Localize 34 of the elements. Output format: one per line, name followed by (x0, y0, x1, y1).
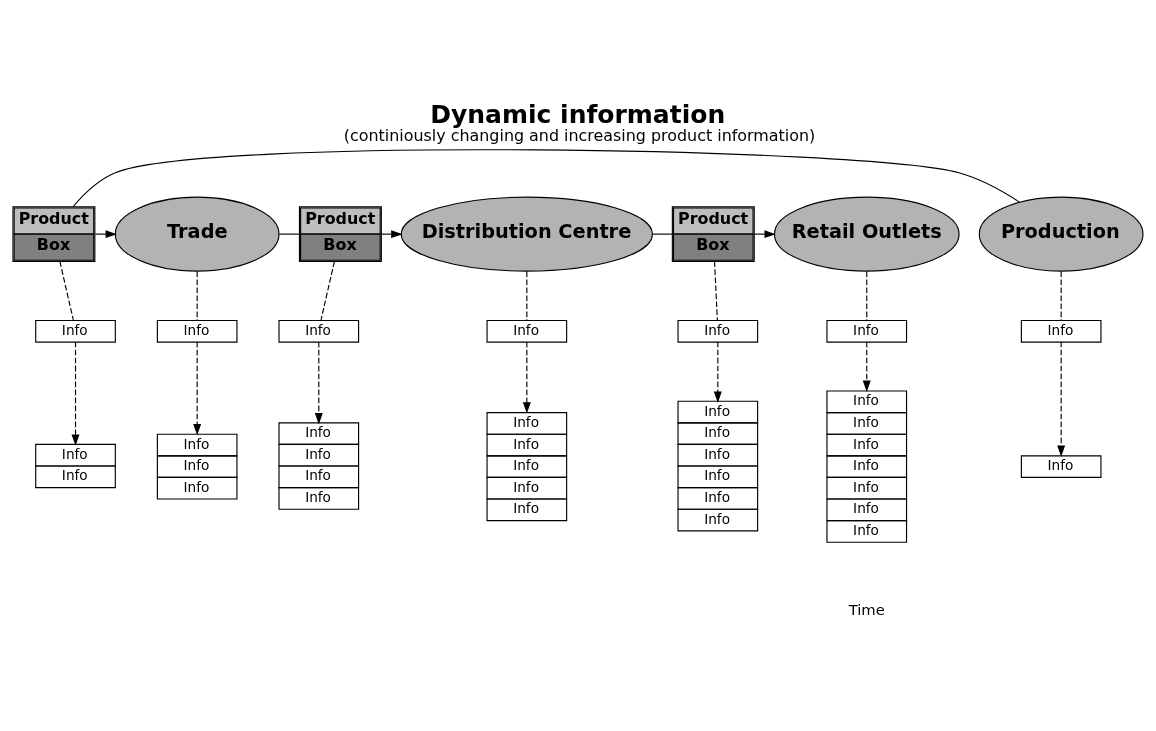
arrow (381, 230, 403, 239)
connector (196, 270, 198, 321)
node-box: Info (826, 319, 908, 343)
arrow (1057, 341, 1066, 457)
node-ellipse: Trade (114, 196, 280, 272)
connector (713, 261, 718, 321)
arrow (71, 341, 80, 446)
arrow (193, 341, 202, 436)
connector (651, 233, 673, 235)
arrow (94, 230, 117, 239)
label: Time (848, 600, 885, 618)
node-box: Info (1020, 319, 1102, 343)
node-box: Info (156, 319, 238, 343)
arrow (314, 341, 323, 425)
node-box: Info (278, 319, 360, 343)
node-box: Info (35, 319, 116, 343)
connector (320, 261, 335, 321)
node-ellipse: Distribution Centre (400, 196, 653, 272)
connector (72, 149, 1020, 208)
node-box: Info (486, 319, 568, 343)
arrow (522, 341, 531, 414)
connector (1060, 270, 1062, 321)
connector (866, 270, 868, 321)
node-ellipse: Retail Outlets (773, 196, 960, 272)
arrow (753, 230, 776, 239)
diagram-title: Dynamic information (430, 99, 726, 129)
connector (526, 270, 528, 321)
node-box: Info (677, 319, 759, 343)
arrow (713, 341, 722, 403)
connector (59, 261, 74, 321)
arrow (862, 341, 871, 392)
connector (278, 233, 300, 235)
node-box: Info (1020, 455, 1102, 478)
node-ellipse: Production (978, 196, 1144, 272)
